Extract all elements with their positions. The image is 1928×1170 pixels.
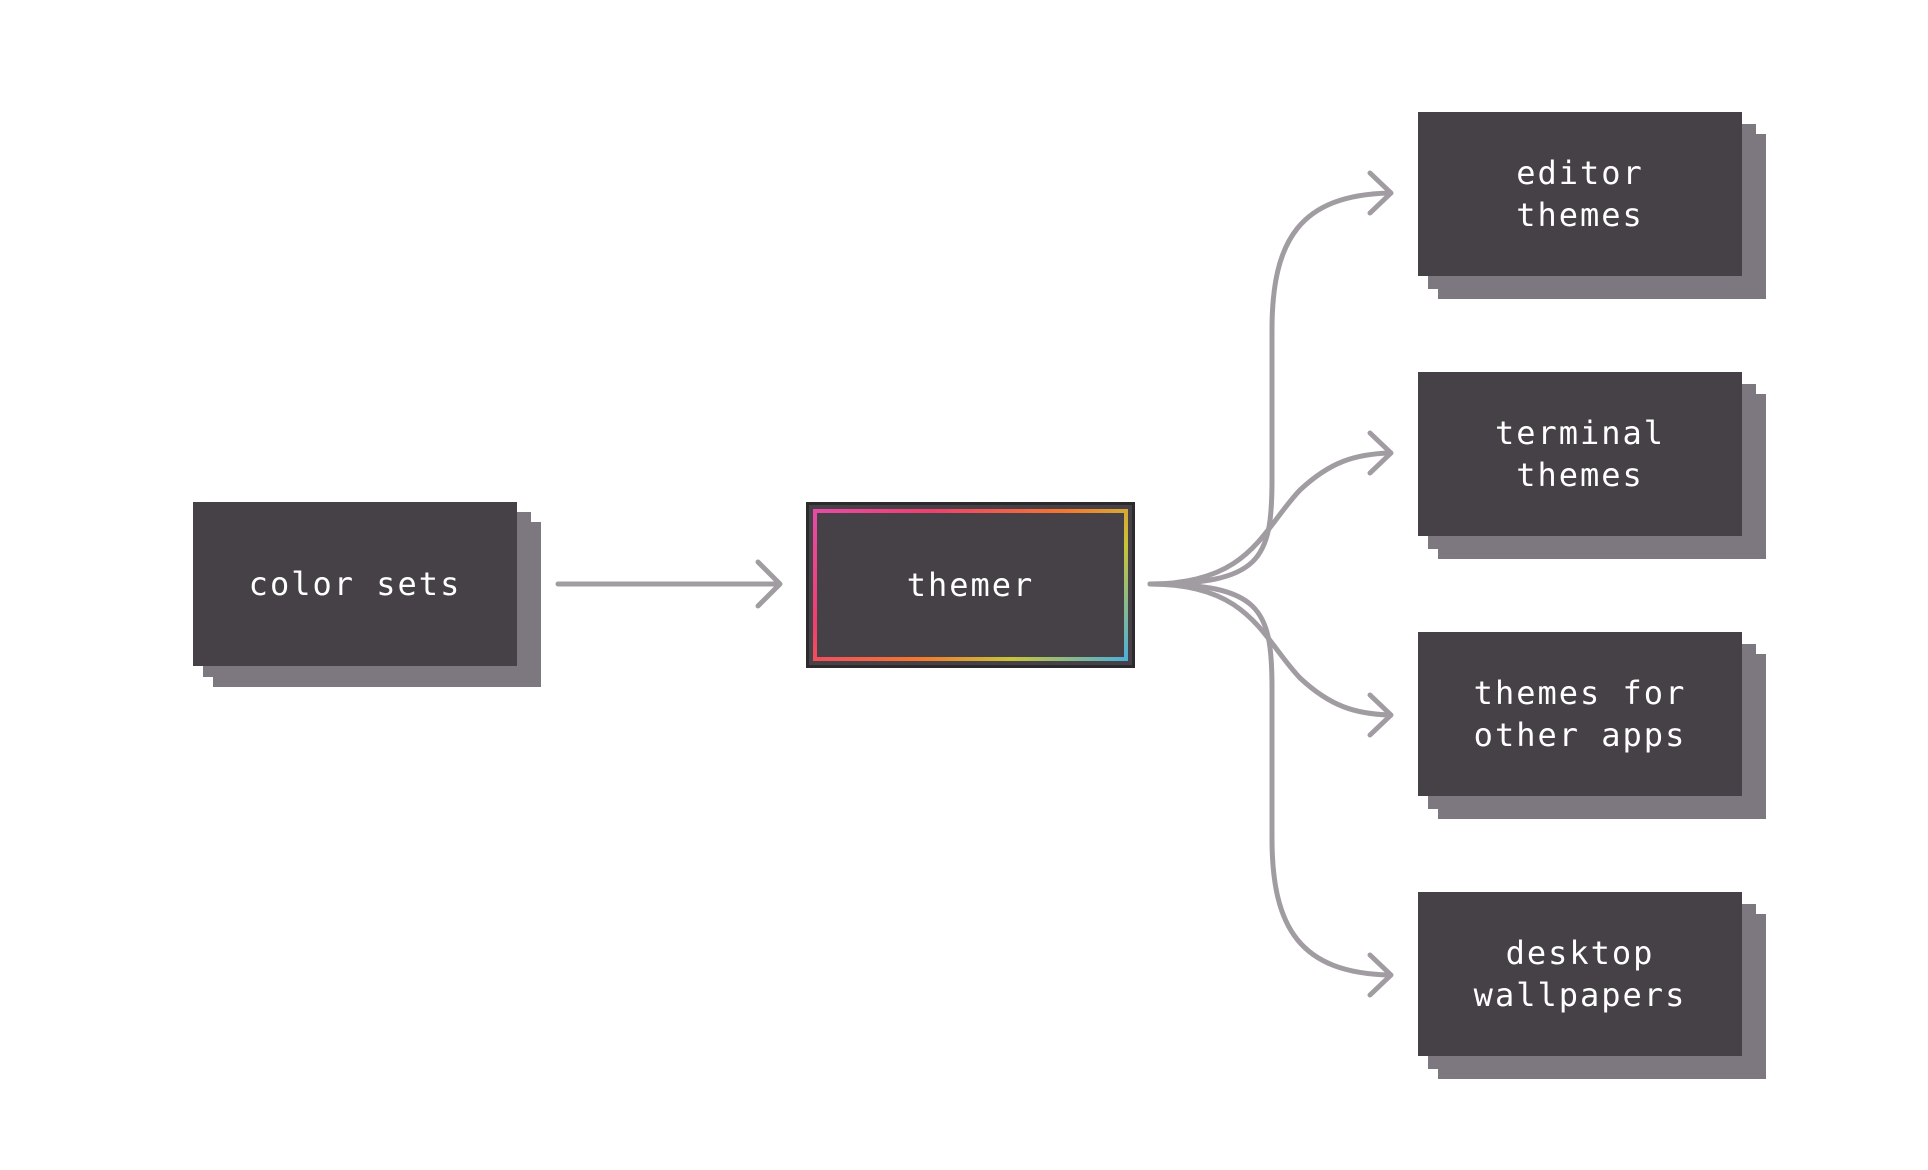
terminal-themes-label-line2: themes <box>1516 456 1644 494</box>
terminal-themes-node: terminal themes <box>1418 372 1742 536</box>
other-apps-node: themes for other apps <box>1418 632 1742 796</box>
editor-themes-label-line1: editor <box>1516 154 1644 192</box>
edge-themer-to-other-apps <box>1147 581 1393 718</box>
editor-themes-node: editor themes <box>1418 112 1742 276</box>
edge-themer-to-wallpapers <box>1147 581 1393 978</box>
other-apps-label-line1: themes for <box>1473 674 1687 712</box>
wallpapers-label-line2: wallpapers <box>1473 976 1687 1014</box>
wallpapers-node: desktop wallpapers <box>1418 892 1742 1056</box>
arrowhead-themer <box>755 559 783 609</box>
arrowhead-terminal-themes <box>1367 430 1394 476</box>
edge-themer-to-editor-themes <box>1147 190 1393 587</box>
themer-label: themer <box>906 566 1035 604</box>
arrowhead-wallpapers <box>1367 952 1394 998</box>
editor-themes-label-line2: themes <box>1516 196 1644 234</box>
arrowhead-editor-themes <box>1367 170 1394 216</box>
themer-node: themer <box>806 502 1135 668</box>
wallpapers-label-line1: desktop <box>1505 934 1655 972</box>
edge-themer-to-terminal-themes <box>1147 450 1393 587</box>
color-sets-label: color sets <box>248 565 462 603</box>
arrowhead-other-apps <box>1367 692 1394 738</box>
terminal-themes-label-line1: terminal <box>1494 414 1666 452</box>
other-apps-label-line2: other apps <box>1473 716 1687 754</box>
color-sets-node: color sets <box>193 502 517 666</box>
